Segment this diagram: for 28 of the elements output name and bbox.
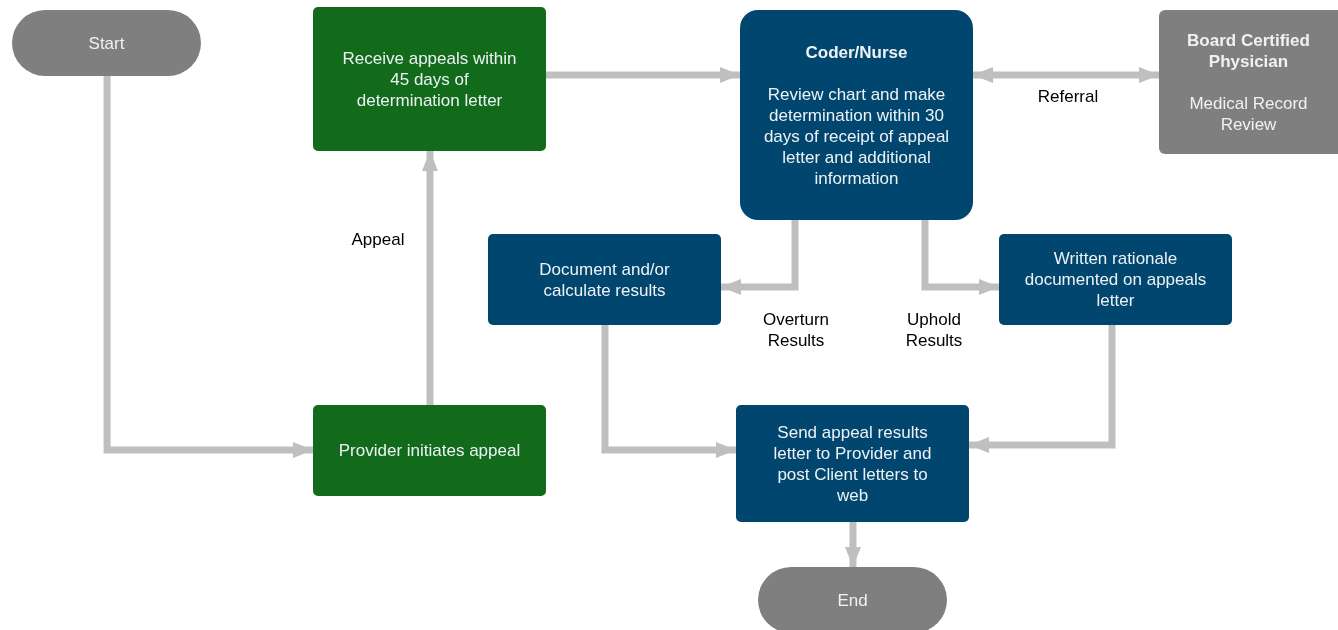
arrow [921,220,999,295]
node-heading: Board Certified Physician [1186,29,1311,72]
arrow [969,325,1116,453]
arrow [601,325,736,459]
arrow [721,220,799,295]
process-box [313,405,546,496]
arrow [421,151,438,405]
node-text: Medical Record Review [1188,92,1309,135]
node-text: Document and/or calculate results [538,258,671,301]
process-box [740,10,973,220]
node-text: Send appeal results letter to Provider and post Client letters to web [772,421,933,506]
node-text: Written rationale documented on appeals letter [1023,248,1208,311]
end-terminal [758,567,947,630]
node-text: End [837,589,868,611]
process-box [313,7,546,151]
arrow [103,76,313,459]
node-text: Review chart and make determination within 30 days of receipt of appeal letter and additional information [762,83,951,189]
node-text: Receive appeals within 45 days of determination letter [341,47,518,111]
arrow [844,522,861,567]
process-box [488,234,721,325]
node-heading: Coder/Nurse [805,41,908,63]
process-box [736,405,969,522]
arrow [973,67,1159,84]
process-box [1159,10,1338,154]
process-box [999,234,1232,325]
arrow [546,66,740,83]
node-text: Start [88,32,125,54]
node-text: Provider initiates appeal [338,440,521,461]
